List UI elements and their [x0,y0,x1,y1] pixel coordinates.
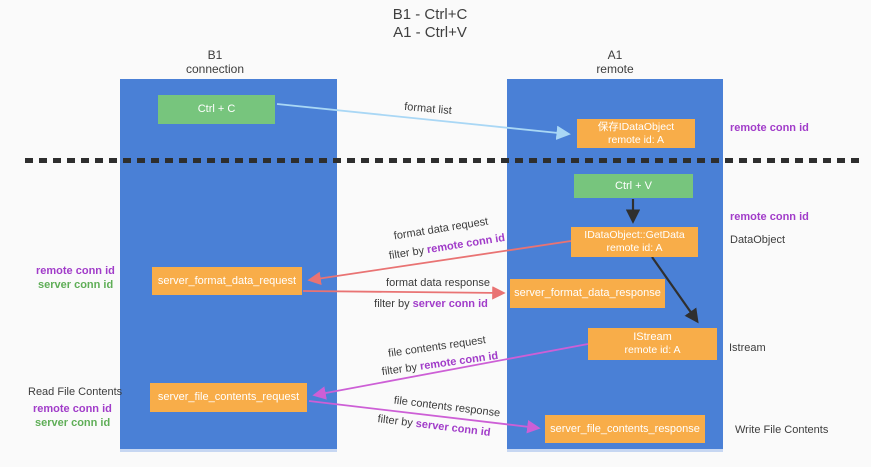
istream-side-label: Istream [729,342,766,354]
save-idataobject-node: 保存IDataObject remote id: A [577,119,695,148]
istream-line2: remote id: A [624,344,681,356]
left-server-conn-id-label-1: server conn id [38,279,114,291]
title-line-2: A1 - Ctrl+V [393,24,467,41]
server-format-data-request-label: server_format_data_request [157,274,297,287]
server-format-data-request-node: server_format_data_request [152,267,302,295]
session-divider-dashed-line [25,158,862,163]
filter-by-server-conn-id-label-1: filter by server conn id [374,298,488,310]
format-data-response-label: format data response [386,277,490,289]
filter-by-text: filter by [376,413,417,430]
server-file-contents-response-node: server_file_contents_response [545,415,705,443]
read-file-contents-label: Read File Contents [28,386,123,398]
right-remote-conn-id-label-1: remote conn id [730,122,809,134]
getdata-line2: remote id: A [606,242,663,254]
server-format-data-response-node: server_format_data_response [510,279,665,308]
left-remote-conn-id-label-2: remote conn id [33,403,112,415]
column-b1-subtitle: connection [185,62,245,76]
column-a1-name: A1 [607,48,623,62]
getdata-line1: IDataObject::GetData [584,229,685,241]
filter-by-text: filter by [388,244,429,263]
server-file-contents-response-label: server_file_contents_response [550,422,700,435]
save-idataobject-line2: remote id: A [607,133,665,146]
server-file-contents-request-node: server_file_contents_request [150,383,307,412]
column-a1-subtitle: remote [596,62,634,76]
ctrl-c-node: Ctrl + C [158,95,275,124]
filter-by-server-conn-id-label-2: filter by server conn id [377,413,491,439]
filter-by-text: filter by [374,298,413,310]
file-contents-response-label: file contents response [393,394,501,420]
format-list-label: format list [403,100,453,118]
left-remote-conn-id-label-1: remote conn id [36,265,115,277]
title-line-1: B1 - Ctrl+C [392,6,468,23]
diagram-title: B1 - Ctrl+C A1 - Ctrl+V [330,6,530,42]
filter-by-text: filter by [381,360,421,379]
ctrl-v-label: Ctrl + V [615,179,652,192]
ctrl-v-node: Ctrl + V [574,174,693,198]
istream-line1: IStream [633,331,672,343]
idataobject-getdata-node: IDataObject::GetData remote id: A [571,227,698,257]
istream-node: IStream remote id: A [588,328,717,360]
left-server-conn-id-label-2: server conn id [35,417,111,429]
save-idataobject-line1: 保存IDataObject [597,120,675,133]
server-conn-id-text: server conn id [412,298,488,310]
server-file-contents-request-label: server_file_contents_request [157,391,300,403]
ctrl-c-label: Ctrl + C [197,103,236,115]
right-remote-conn-id-label-2: remote conn id [730,211,809,223]
server-conn-id-text: server conn id [415,417,492,439]
column-b1-name: B1 [207,48,223,62]
column-header-b1: B1 connection [155,48,275,76]
server-format-data-response-label: server_format_data_response [514,287,661,299]
write-file-contents-label: Write File Contents [735,424,829,436]
dataobject-label: DataObject [730,234,786,246]
column-header-a1: A1 remote [555,48,675,76]
